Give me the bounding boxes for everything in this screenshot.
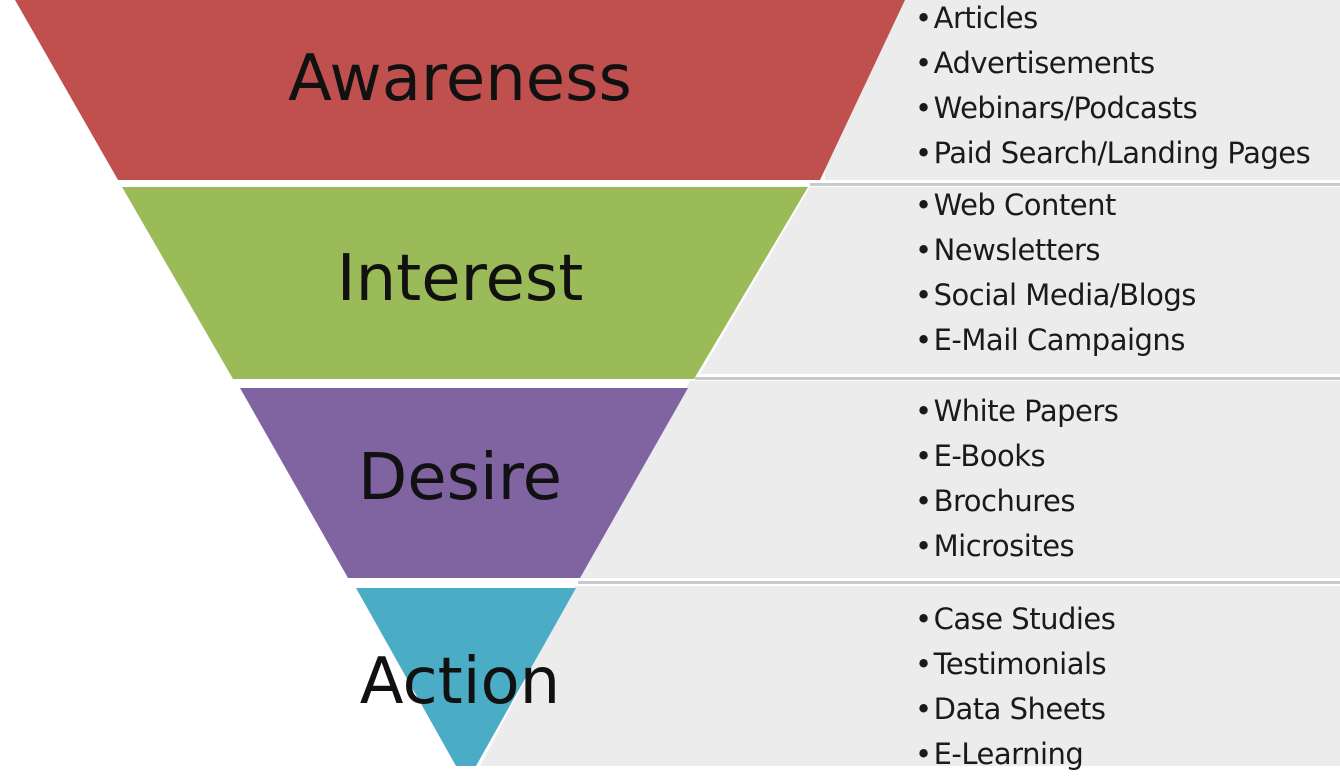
funnel-stages bbox=[15, 0, 905, 766]
interest-items: Web Content Newsletters Social Media/Blo… bbox=[915, 187, 1197, 367]
action-items: Case Studies Testimonials Data Sheets E-… bbox=[915, 601, 1116, 781]
list-item: Advertisements bbox=[915, 45, 1310, 90]
desire-items: White Papers E-Books Brochures Microsite… bbox=[915, 393, 1119, 573]
list-item: E-Mail Campaigns bbox=[915, 322, 1196, 367]
panel-action bbox=[480, 586, 1340, 766]
list-item: Webinars/Podcasts bbox=[915, 90, 1310, 135]
stage-awareness bbox=[15, 0, 905, 180]
divider-1 bbox=[810, 183, 1340, 186]
list-item: Testimonials bbox=[915, 646, 1115, 691]
list-item: Newsletters bbox=[915, 232, 1196, 277]
list-item: Case Studies bbox=[915, 601, 1116, 646]
list-item: E-Books bbox=[915, 438, 1118, 483]
divider-2 bbox=[695, 377, 1340, 380]
stage-label-interest: Interest bbox=[336, 242, 584, 316]
list-item: Paid Search/Landing Pages bbox=[915, 135, 1311, 180]
list-item: Brochures bbox=[915, 483, 1118, 528]
list-item: Social Media/Blogs bbox=[915, 277, 1197, 322]
stage-label-desire: Desire bbox=[357, 441, 563, 515]
divider-3 bbox=[578, 581, 1340, 584]
stage-desire bbox=[240, 388, 688, 578]
list-item: White Papers bbox=[915, 393, 1119, 438]
list-item: Data Sheets bbox=[915, 691, 1115, 736]
list-item: Microsites bbox=[915, 528, 1118, 573]
stage-interest bbox=[122, 187, 808, 379]
list-item: E-Learning bbox=[915, 736, 1115, 781]
awareness-items: Articles Advertisements Webinars/Podcast… bbox=[915, 0, 1311, 180]
list-item: Articles bbox=[915, 0, 1310, 45]
stage-label-action: Action bbox=[359, 645, 561, 719]
list-item: Web Content bbox=[915, 187, 1196, 232]
stage-label-awareness: Awareness bbox=[288, 42, 632, 116]
panel-dividers bbox=[578, 183, 1340, 584]
stage-action bbox=[356, 588, 576, 766]
